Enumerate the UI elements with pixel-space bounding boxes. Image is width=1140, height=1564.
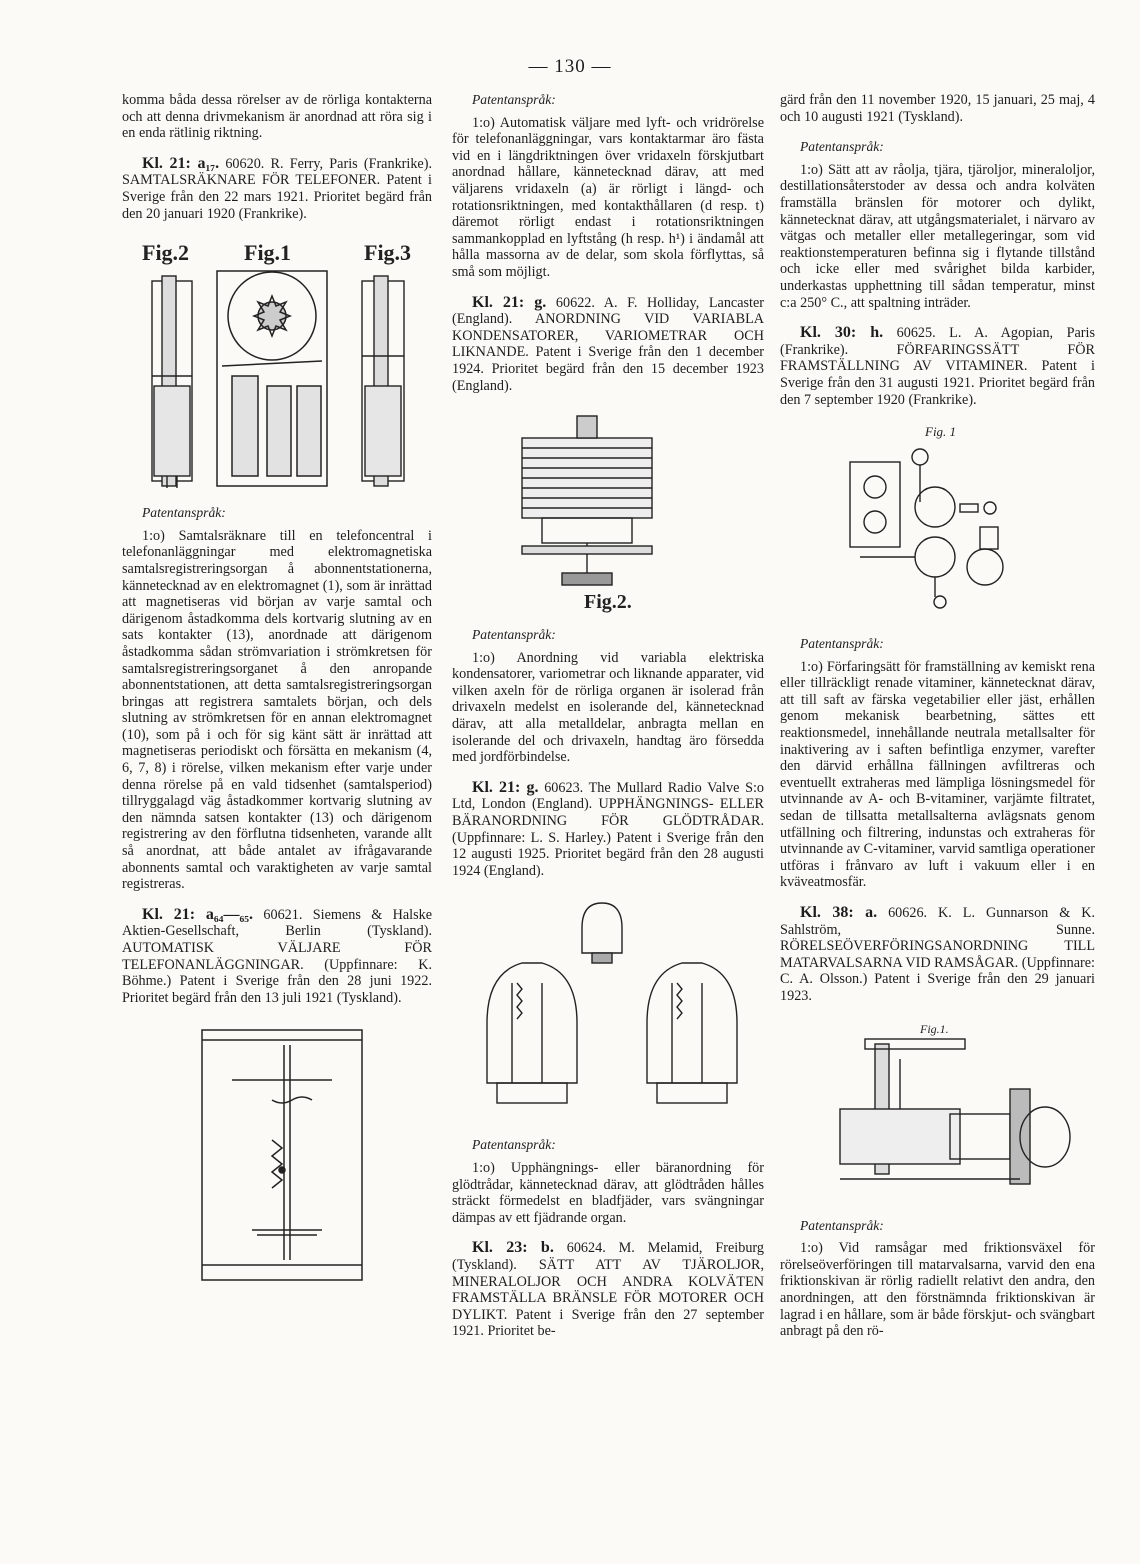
claim-heading: Patentanspråk: — [800, 636, 884, 652]
claim-text: 1:o) Vid ramsågar med friktionsväxel för… — [780, 1240, 1095, 1340]
column-1: komma båda dessa rörelser av de rörliga … — [122, 92, 432, 1304]
column-2: Patentanspråk: 1:o) Automatisk väljare m… — [452, 92, 764, 1354]
entry-text: 60625. L. A. Agopian, Paris (Frankrike).… — [780, 325, 1095, 408]
entry-text: 60621. Siemens & Halske Aktien-Gesellsch… — [122, 906, 432, 1006]
patent-entry-60622: Kl. 21: g. 60622. A. F. Holliday, Lancas… — [452, 293, 764, 395]
entry-text: 60622. A. F. Holliday, Lancaster (Englan… — [452, 294, 764, 394]
continuation-paragraph: gärd från den 11 november 1920, 15 janua… — [780, 92, 1095, 125]
fig-label: Fig.1. — [919, 1022, 949, 1036]
fig1-label: Fig.1 — [244, 240, 291, 265]
claim-heading: Patentanspråk: — [142, 505, 226, 521]
patent-entry-60625: Kl. 30: h. 60625. L. A. Agopian, Paris (… — [780, 324, 1095, 408]
page-number: — 130 — — [528, 56, 612, 77]
entry-text: 60624. M. Melamid, Freiburg (Tyskland). … — [452, 1240, 764, 1340]
entry-text: 60623. The Mullard Radio Valve S:o Ltd, … — [452, 779, 764, 879]
entry-text: 60626. K. L. Gunnarson & K. Sahlström, S… — [780, 905, 1096, 1004]
class-label: Kl. 21: a₆₄—₆₅. — [142, 905, 254, 923]
figure-telephone-counter: Fig.2 Fig.1 Fig.3 — [122, 236, 432, 491]
figure-vitamin-apparatus: Fig. 1 — [780, 422, 1095, 622]
figure-automatic-selector — [122, 1020, 432, 1290]
class-label: Kl. 21: a₁₇. — [142, 154, 220, 172]
continuation-paragraph: komma båda dessa rörelser av de rörliga … — [122, 92, 432, 142]
fig-label: Fig.2. — [584, 591, 632, 613]
fig3-label: Fig.3 — [364, 240, 411, 265]
class-label: Kl. 21: g. — [472, 293, 547, 311]
class-label: Kl. 30: h. — [800, 324, 884, 342]
patent-entry-60626: Kl. 38: a. 60626. K. L. Gunnarson & K. S… — [780, 904, 1096, 1005]
claim-heading: Patentanspråk: — [472, 627, 556, 643]
claim-text: 1:o) Upphängnings- eller bäranordning fö… — [452, 1160, 764, 1226]
claim-text: 1:o) Samtalsräknare till en telefoncentr… — [122, 527, 432, 893]
claim-text: 1:o) Förfaringsätt för framställning av … — [780, 658, 1095, 891]
patent-entry-60620: Kl. 21: a₁₇. 60620. R. Ferry, Paris (Fra… — [122, 154, 432, 222]
class-label: Kl. 23: b. — [472, 1239, 554, 1257]
patent-entry-60624: Kl. 23: b. 60624. M. Melamid, Freiburg (… — [452, 1240, 764, 1340]
patent-entry-60621: Kl. 21: a₆₄—₆₅. 60621. Siemens & Halske … — [122, 905, 432, 1007]
claim-heading: Patentanspråk: — [800, 1217, 884, 1233]
figure-valve-filament — [452, 893, 764, 1123]
column-3: gärd från den 11 november 1920, 15 janua… — [780, 92, 1095, 1354]
figure-frame-saw: Fig.1. — [780, 1019, 1095, 1204]
fig2-label: Fig.2 — [142, 240, 189, 265]
claim-heading: Patentanspråk: — [472, 92, 556, 107]
figure-variable-condenser: Fig.2. — [452, 408, 764, 613]
claim-text: 1:o) Anordning vid variabla elektriska k… — [452, 649, 764, 766]
entry-text: 60620. R. Ferry, Paris (Frankrike). SAMT… — [122, 155, 432, 222]
class-label: Kl. 21: g. — [472, 778, 539, 796]
claim-text: 1:o) Automatisk väljare med lyft- och vr… — [452, 114, 764, 280]
class-label: Kl. 38: a. — [800, 904, 878, 921]
claim-heading: Patentanspråk: — [800, 139, 884, 155]
fig-label: Fig. 1 — [924, 424, 956, 439]
patent-entry-60623: Kl. 21: g. 60623. The Mullard Radio Valv… — [452, 778, 764, 880]
claim-text: 1:o) Sätt att av råolja, tjära, tjäroljo… — [780, 161, 1095, 311]
claim-heading: Patentanspråk: — [472, 1137, 556, 1153]
